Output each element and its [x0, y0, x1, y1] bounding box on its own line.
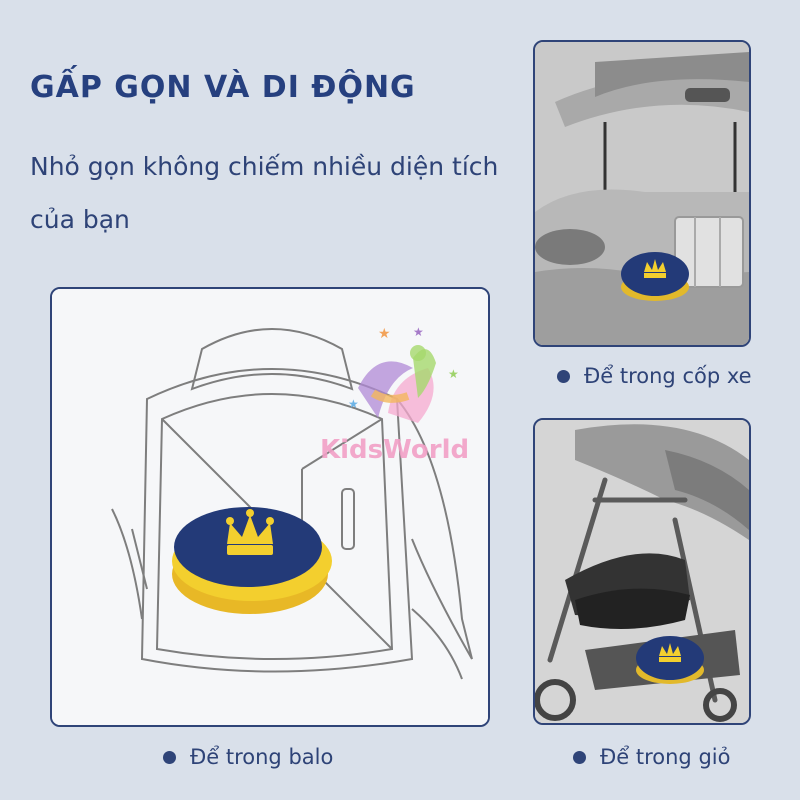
car-trunk-image [533, 40, 751, 347]
kidsworld-logo-graphic: ★ ★ ★ ★ KidsWorld [320, 325, 469, 465]
car-trunk-illustration [535, 42, 749, 345]
bullet-icon [573, 750, 586, 764]
caption-car: Để trong cốp xe [557, 364, 752, 388]
kidsworld-logo: ★ ★ ★ ★ KidsWorld [318, 318, 483, 478]
svg-text:★: ★ [448, 367, 459, 381]
bullet-icon [163, 750, 176, 764]
logo-text: KidsWorld [320, 435, 469, 465]
stroller-illustration [535, 420, 749, 723]
caption-stroller-text: Để trong giỏ [600, 745, 731, 769]
page-title: GẤP GỌN VÀ DI ĐỘNG [30, 70, 416, 105]
svg-text:★: ★ [348, 397, 359, 411]
caption-car-text: Để trong cốp xe [584, 364, 752, 388]
caption-backpack-text: Để trong balo [190, 745, 334, 769]
caption-backpack: Để trong balo [163, 745, 333, 769]
page-subtitle: Nhỏ gọn không chiếm nhiều diện tích của … [30, 152, 499, 234]
caption-stroller: Để trong giỏ [573, 745, 730, 769]
svg-text:★: ★ [413, 325, 424, 339]
svg-text:★: ★ [378, 326, 391, 342]
stroller-image [533, 418, 751, 725]
backpack-illustration [52, 289, 488, 725]
bullet-icon [557, 369, 570, 383]
